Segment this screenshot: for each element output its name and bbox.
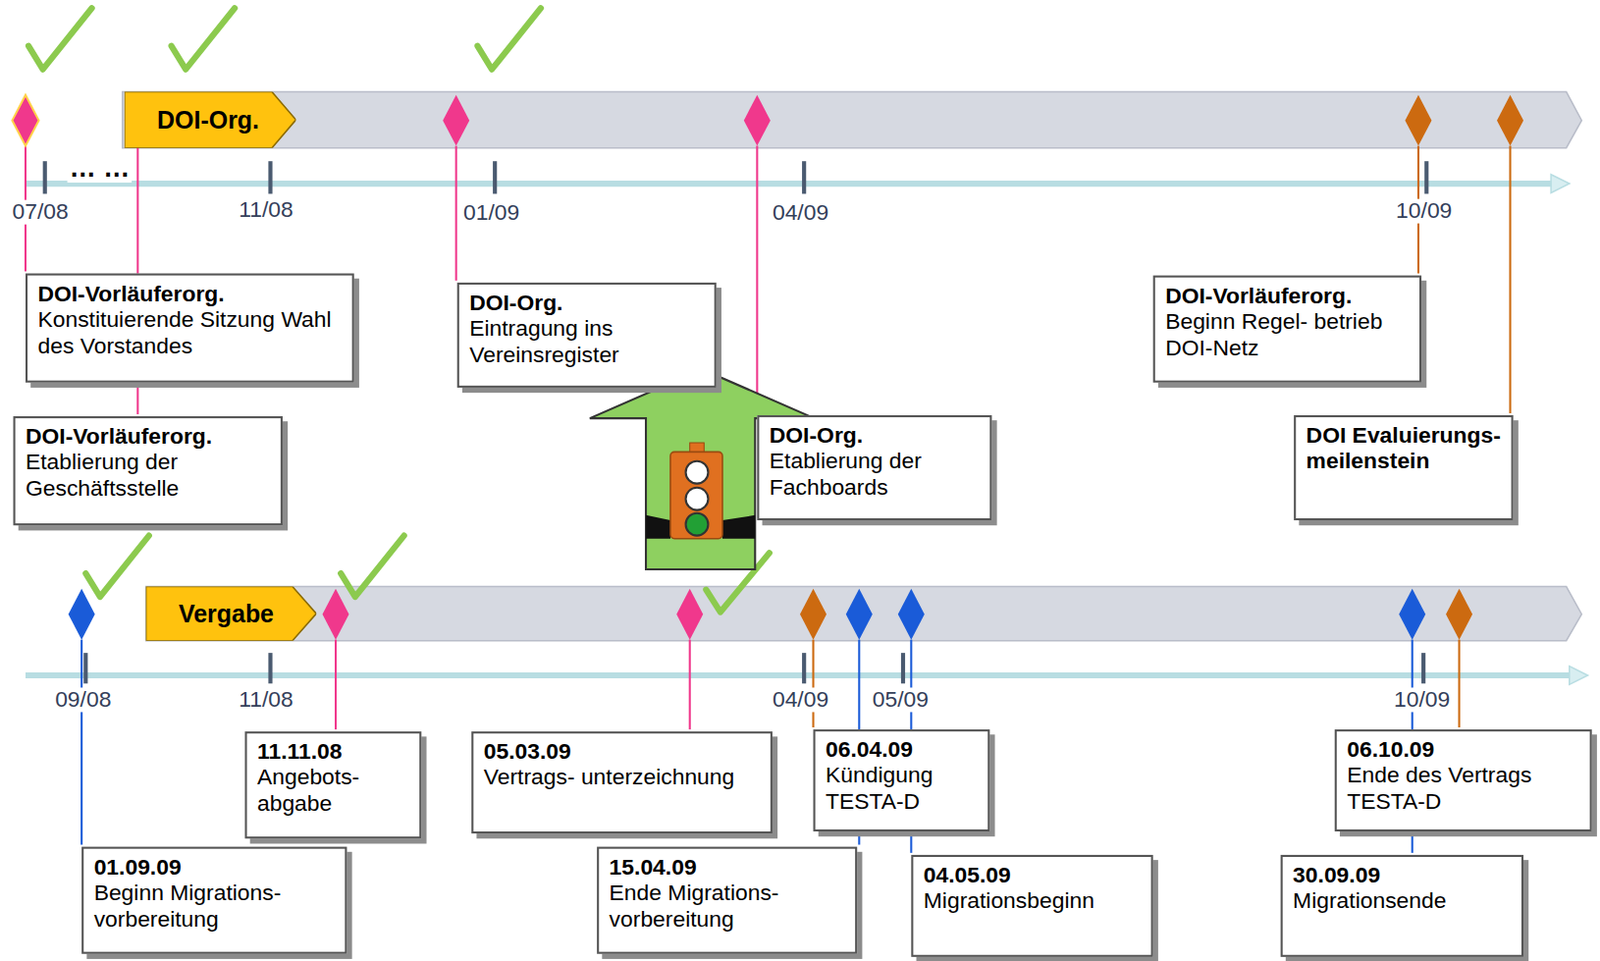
phase-chevron: Vergabe <box>146 586 318 641</box>
time-axis <box>25 180 1553 187</box>
box-heading: DOI-Vorläuferorg. <box>25 423 270 449</box>
milestone-box: DOI-Org.Eintragung ins Vereinsregister <box>457 282 717 388</box>
box-text: Beginn Migrations- vorbereitung <box>94 879 335 932</box>
chevron-fill <box>124 92 297 149</box>
axis-date: 04/09 <box>770 201 831 226</box>
milestone-box: DOI-Vorläuferorg.Konstituierende Sitzung… <box>25 273 355 383</box>
box-heading: Vergabe <box>178 599 274 629</box>
milestone-box: 05.03.09Vertrags- unterzeichnung <box>471 731 773 834</box>
milestone-box: 30.09.09Migrationsende <box>1280 854 1524 958</box>
milestone-box: 04.05.09Migrationsbeginn <box>910 854 1153 958</box>
box-heading: 11.11.08 <box>257 738 410 764</box>
axis-date: 10/09 <box>1391 687 1452 712</box>
box-heading: DOI Evaluierungs- meilenstein <box>1306 422 1502 475</box>
box-heading: 15.04.09 <box>609 853 846 880</box>
axis-arrowhead <box>1550 174 1570 194</box>
axis-date: 07/08 <box>9 200 70 225</box>
box-heading: DOI-Org. <box>769 422 980 448</box>
milestone-box: 06.10.09Ende des Vertrags TESTA-D <box>1334 729 1593 832</box>
milestone-box: DOI-Vorläuferorg.Etablierung der Geschäf… <box>13 416 283 526</box>
box-heading: 06.04.09 <box>825 736 978 762</box>
box-heading: DOI-Vorläuferorg. <box>1165 282 1409 309</box>
phase-chevron: DOI-Org. <box>124 92 297 149</box>
milestone-box: 11.11.08Angebots- abgabe <box>244 731 422 839</box>
milestone-diamonds <box>11 95 1524 640</box>
milestone-box: 06.04.09Kündigung TESTA-D <box>813 729 991 832</box>
box-heading: DOI-Org. <box>157 106 260 135</box>
phase-band <box>146 586 1583 641</box>
milestone-box: 15.04.09Ende Migrations- vorbereitung <box>596 847 857 955</box>
box-heading: 06.10.09 <box>1346 736 1580 762</box>
box-heading: 30.09.09 <box>1292 861 1511 888</box>
axis-date: 10/09 <box>1393 199 1454 224</box>
axis-date: 05/09 <box>870 687 931 712</box>
axis-date: 11/08 <box>236 687 296 712</box>
time-axis <box>25 672 1572 679</box>
milestone-box: DOI Evaluierungs- meilenstein <box>1293 415 1514 521</box>
box-text: Kündigung TESTA-D <box>825 762 978 815</box>
chevron-fill <box>146 586 318 641</box>
axis-date: 11/08 <box>236 198 296 223</box>
box-text: Vertrags- unterzeichnung <box>483 764 761 791</box>
box-text: Angebots- abgabe <box>257 764 410 817</box>
box-text: Eintragung ins Vereinsregister <box>469 315 704 368</box>
box-heading: 01.09.09 <box>94 853 335 880</box>
box-text: Etablierung der Fachboards <box>769 448 980 501</box>
axis-date: 04/09 <box>770 687 831 712</box>
box-heading: DOI-Vorläuferorg. <box>37 280 342 307</box>
milestone-box: 01.09.09Beginn Migrations- vorbereitung <box>81 847 347 955</box>
box-text: Konstituierende Sitzung Wahl des Vorstan… <box>37 306 342 359</box>
axis-arrowhead <box>1569 666 1589 686</box>
phase-band <box>122 92 1583 149</box>
box-text: Beginn Regel- betrieb DOI-Netz <box>1165 308 1409 361</box>
milestone-box: DOI-Org.Etablierung der Fachboards <box>756 415 992 521</box>
box-heading: 05.03.09 <box>483 738 761 764</box>
box-text: Migrationsende <box>1292 887 1511 913</box>
box-heading: 04.05.09 <box>923 861 1141 888</box>
ellipsis-mark: … … <box>67 153 133 183</box>
axis-date: 09/08 <box>53 687 113 712</box>
box-text: Migrationsbeginn <box>923 887 1141 913</box>
box-heading: DOI-Org. <box>469 289 704 316</box>
box-text: Etablierung der Geschäftsstelle <box>25 449 270 502</box>
milestone-box: DOI-Vorläuferorg.Beginn Regel- betrieb D… <box>1153 275 1422 383</box>
box-text: Ende Migrations- vorbereitung <box>609 879 846 932</box>
box-text: Ende des Vertrags TESTA-D <box>1346 762 1580 815</box>
axis-date: 01/09 <box>461 201 522 226</box>
